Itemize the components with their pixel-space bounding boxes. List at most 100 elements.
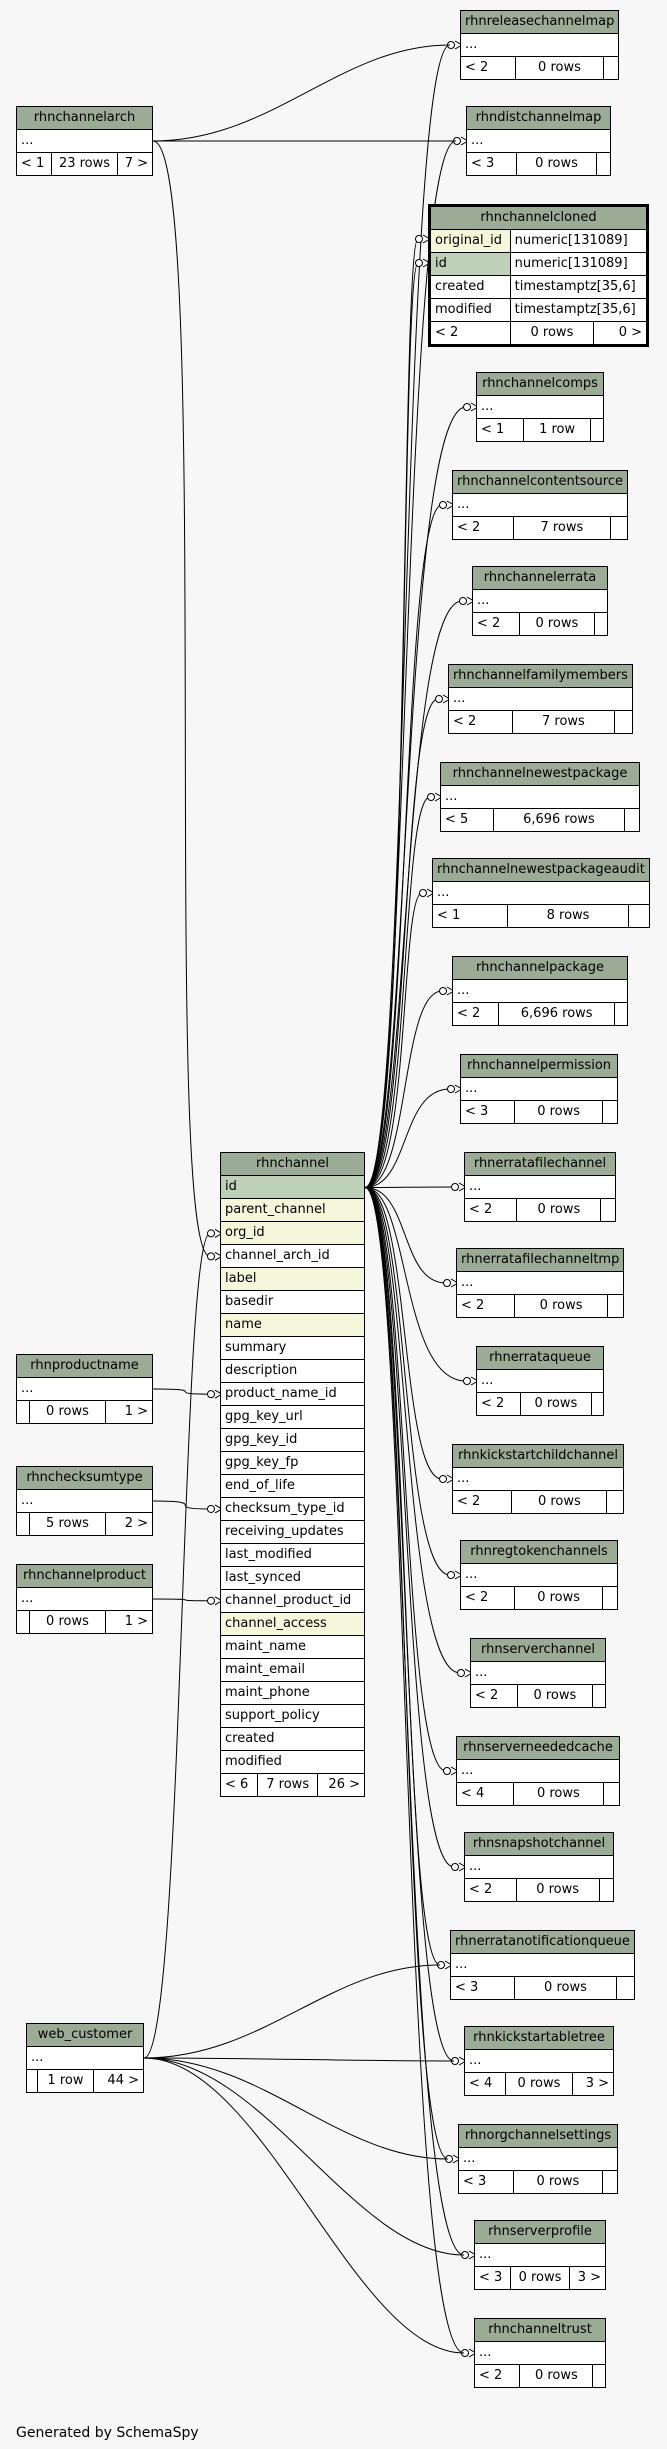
columns-ellipsis: ...	[16, 129, 153, 153]
children-count: 0 >	[593, 321, 648, 346]
table-title: rhnreleasechannelmap	[459, 10, 620, 34]
optional-end-mark	[419, 889, 427, 897]
relationship-edge	[143, 1964, 441, 2059]
column-gpg-key-fp: gpg_key_fp	[220, 1451, 365, 1475]
children-count: 7 >	[116, 152, 154, 176]
table-title: rhnchecksumtype	[16, 1466, 153, 1490]
optional-end-mark	[207, 1596, 215, 1605]
parents-count: < 2	[463, 1198, 518, 1222]
column-type: numeric[131089]	[509, 229, 649, 253]
parents-count	[15, 1400, 31, 1424]
relationship-edge	[143, 2057, 449, 2160]
table-title: rhnerratanotificationqueue	[450, 1930, 635, 1954]
parents-count: < 2	[451, 1490, 513, 1514]
columns-ellipsis: ...	[450, 1953, 635, 1977]
columns-ellipsis: ...	[476, 1369, 604, 1393]
table-title: rhnerrataqueue	[476, 1346, 604, 1370]
columns-ellipsis: ...	[16, 1377, 153, 1401]
parents-count: < 1	[475, 418, 525, 442]
children-count	[606, 1490, 624, 1514]
table-title: rhnchannelnewestpackageaudit	[432, 858, 650, 882]
column-end-of-life: end_of_life	[220, 1474, 365, 1498]
children-count	[601, 2170, 619, 2194]
column-channel-access: channel_access	[220, 1612, 365, 1636]
row-count: 7 rows	[511, 710, 616, 734]
row-count: 0 rows	[513, 2170, 603, 2194]
columns-ellipsis: ...	[459, 33, 620, 57]
columns-ellipsis: ...	[476, 395, 604, 419]
children-count	[603, 1782, 620, 1806]
column-channel-arch-id: channel_arch_id	[220, 1244, 365, 1268]
parents-count	[15, 1512, 31, 1536]
relationship-edge	[364, 990, 443, 1188]
table-rhnchannelcloned[interactable]: rhnchannelcloned original_id numeric[131…	[428, 204, 649, 347]
column-maint-name: maint_name	[220, 1635, 365, 1659]
table-title: rhnchanneltrust	[474, 2318, 606, 2342]
parents-count: < 3	[466, 152, 517, 176]
table-title: rhndistchannelmap	[466, 106, 611, 130]
children-count	[627, 904, 650, 928]
column-channel-product-id: channel_product_id	[220, 1589, 365, 1613]
children-count: 2 >	[104, 1512, 154, 1536]
row-count: 0 rows	[511, 1490, 608, 1514]
relationship-edge	[364, 796, 431, 1188]
columns-ellipsis: ...	[458, 2147, 618, 2171]
children-count: 1 >	[104, 1400, 154, 1424]
columns-ellipsis: ...	[440, 785, 640, 809]
table-title: rhnerratafilechanneltmp	[455, 1248, 625, 1272]
columns-ellipsis: ...	[472, 589, 608, 613]
optional-end-mark	[463, 403, 471, 411]
parents-count: < 2	[475, 1392, 522, 1416]
optional-end-mark	[435, 695, 443, 703]
row-count: 0 rows	[514, 1294, 609, 1318]
relationship-edge	[364, 504, 443, 1188]
optional-end-mark	[415, 259, 423, 267]
parents-count: < 3	[473, 2266, 512, 2290]
parents-count: < 2	[464, 1878, 517, 1902]
parents-count: < 2	[452, 516, 514, 540]
row-count: 0 rows	[29, 1400, 106, 1424]
column-name: name	[220, 1313, 365, 1337]
column-last-modified: last_modified	[220, 1543, 365, 1567]
table-title: rhnchannelcontentsource	[452, 470, 628, 494]
row-count: 0 rows	[516, 1684, 593, 1708]
optional-end-mark	[451, 1183, 459, 1191]
generated-by-label: Generated by SchemaSpy	[16, 2425, 199, 2441]
row-count: 0 rows	[520, 1392, 592, 1416]
relationship-edge	[364, 1186, 455, 2062]
relationship-edge	[152, 1598, 211, 1602]
columns-ellipsis: ...	[460, 1563, 618, 1587]
parents-count: < 2	[472, 612, 520, 636]
relationship-edge	[364, 140, 457, 1188]
columns-ellipsis: ...	[432, 881, 650, 905]
